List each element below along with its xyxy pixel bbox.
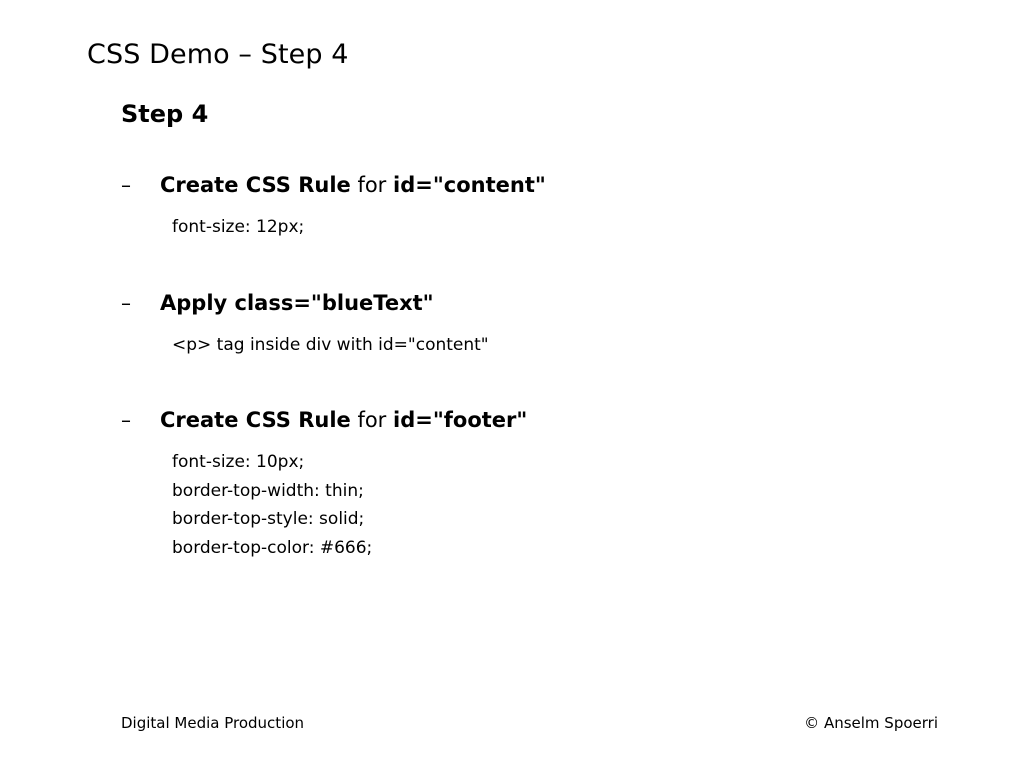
bullet-3-mid: for [350, 408, 393, 432]
code-line: border-top-style: solid; [172, 509, 365, 529]
code-line: border-top-color: #666; [172, 537, 373, 558]
bullet-2-lead: Apply class="blueText" [160, 290, 434, 315]
bullet-text-3: Create CSS Rule for id="footer" [160, 403, 527, 437]
dash-bullet-icon: – [121, 408, 131, 432]
bullet-2-sublines: <p> tag inside div with id="content" [172, 320, 941, 360]
bullet-3-lead: Create CSS Rule [160, 408, 351, 432]
bullet-1-tail: id="content" [393, 173, 546, 197]
code-line: font-size: 12px; [172, 217, 305, 237]
code-line: <p> tag inside div with id="content" [172, 334, 489, 355]
bullet-row: – Apply class="blueText" [121, 286, 941, 320]
block-spacer [121, 359, 941, 403]
bullet-block-3: – Create CSS Rule for id="footer" font-s… [121, 403, 941, 562]
bullet-text-1: Create CSS Rule for id="content" [160, 168, 546, 202]
bullet-1-lead: Create CSS Rule [160, 173, 351, 197]
bullet-text-2: Apply class="blueText" [160, 286, 434, 320]
footer-course-label: Digital Media Production [121, 714, 305, 732]
block-spacer [121, 242, 941, 286]
bullet-block-1: – Create CSS Rule for id="content" font-… [121, 168, 941, 242]
footer-copyright: © Anselm Spoerri [804, 714, 938, 732]
bullet-3-sublines: font-size: 10px; border-top-width: thin;… [172, 437, 941, 562]
page-title: CSS Demo – Step 4 [87, 39, 349, 70]
code-line: font-size: 10px; [172, 452, 305, 472]
bullet-3-tail: id="footer" [393, 408, 528, 432]
bullet-1-sublines: font-size: 12px; [172, 202, 941, 242]
code-line: border-top-width: thin; [172, 480, 364, 501]
bullet-row: – Create CSS Rule for id="footer" [121, 403, 941, 437]
dash-bullet-icon: – [121, 173, 131, 197]
body-heading: Step 4 [121, 100, 209, 128]
slide-footer: Digital Media Production © Anselm Spoerr… [121, 714, 938, 732]
bullet-row: – Create CSS Rule for id="content" [121, 168, 941, 202]
bullet-1-mid: for [350, 173, 393, 197]
dash-bullet-icon: – [121, 290, 131, 315]
bullet-list: – Create CSS Rule for id="content" font-… [121, 168, 941, 562]
bullet-block-2: – Apply class="blueText" <p> tag inside … [121, 286, 941, 360]
